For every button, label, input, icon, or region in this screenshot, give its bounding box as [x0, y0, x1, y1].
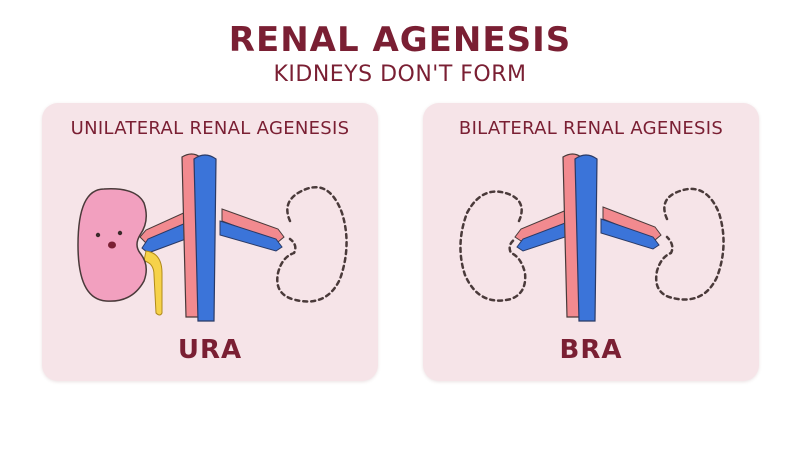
absent-right-kidney-outline	[276, 185, 348, 303]
right-renal-vein	[600, 218, 660, 250]
page-subtitle: KIDNEYS DON'T FORM	[273, 62, 527, 87]
right-renal-vein	[219, 220, 283, 252]
panel-abbr-bra: BRA	[559, 335, 623, 365]
left-ureter	[143, 250, 163, 316]
kidney-eye-left	[95, 232, 101, 238]
right-renal-artery	[221, 208, 285, 243]
absent-left-kidney-outline	[459, 190, 527, 302]
kidney-eye-right	[117, 230, 123, 236]
panel-label-unilateral: UNILATERAL RENAL AGENESIS	[70, 118, 350, 139]
bilateral-diagram	[459, 153, 725, 322]
right-renal-artery	[602, 206, 662, 241]
unilateral-diagram	[77, 153, 348, 322]
bilateral-panel: BILATERAL RENAL AGENESIS BRA	[423, 103, 759, 381]
panel-abbr-ura: URA	[177, 335, 243, 365]
kidney-mouth	[108, 241, 116, 249]
absent-right-kidney-outline	[655, 187, 725, 301]
vena-cava	[193, 154, 217, 322]
vena-cava	[574, 154, 598, 322]
page-title: RENAL AGENESIS	[228, 20, 572, 60]
panel-label-bilateral: BILATERAL RENAL AGENESIS	[458, 118, 724, 139]
unilateral-panel: UNILATERAL RENAL AGENESIS URA	[42, 103, 378, 381]
